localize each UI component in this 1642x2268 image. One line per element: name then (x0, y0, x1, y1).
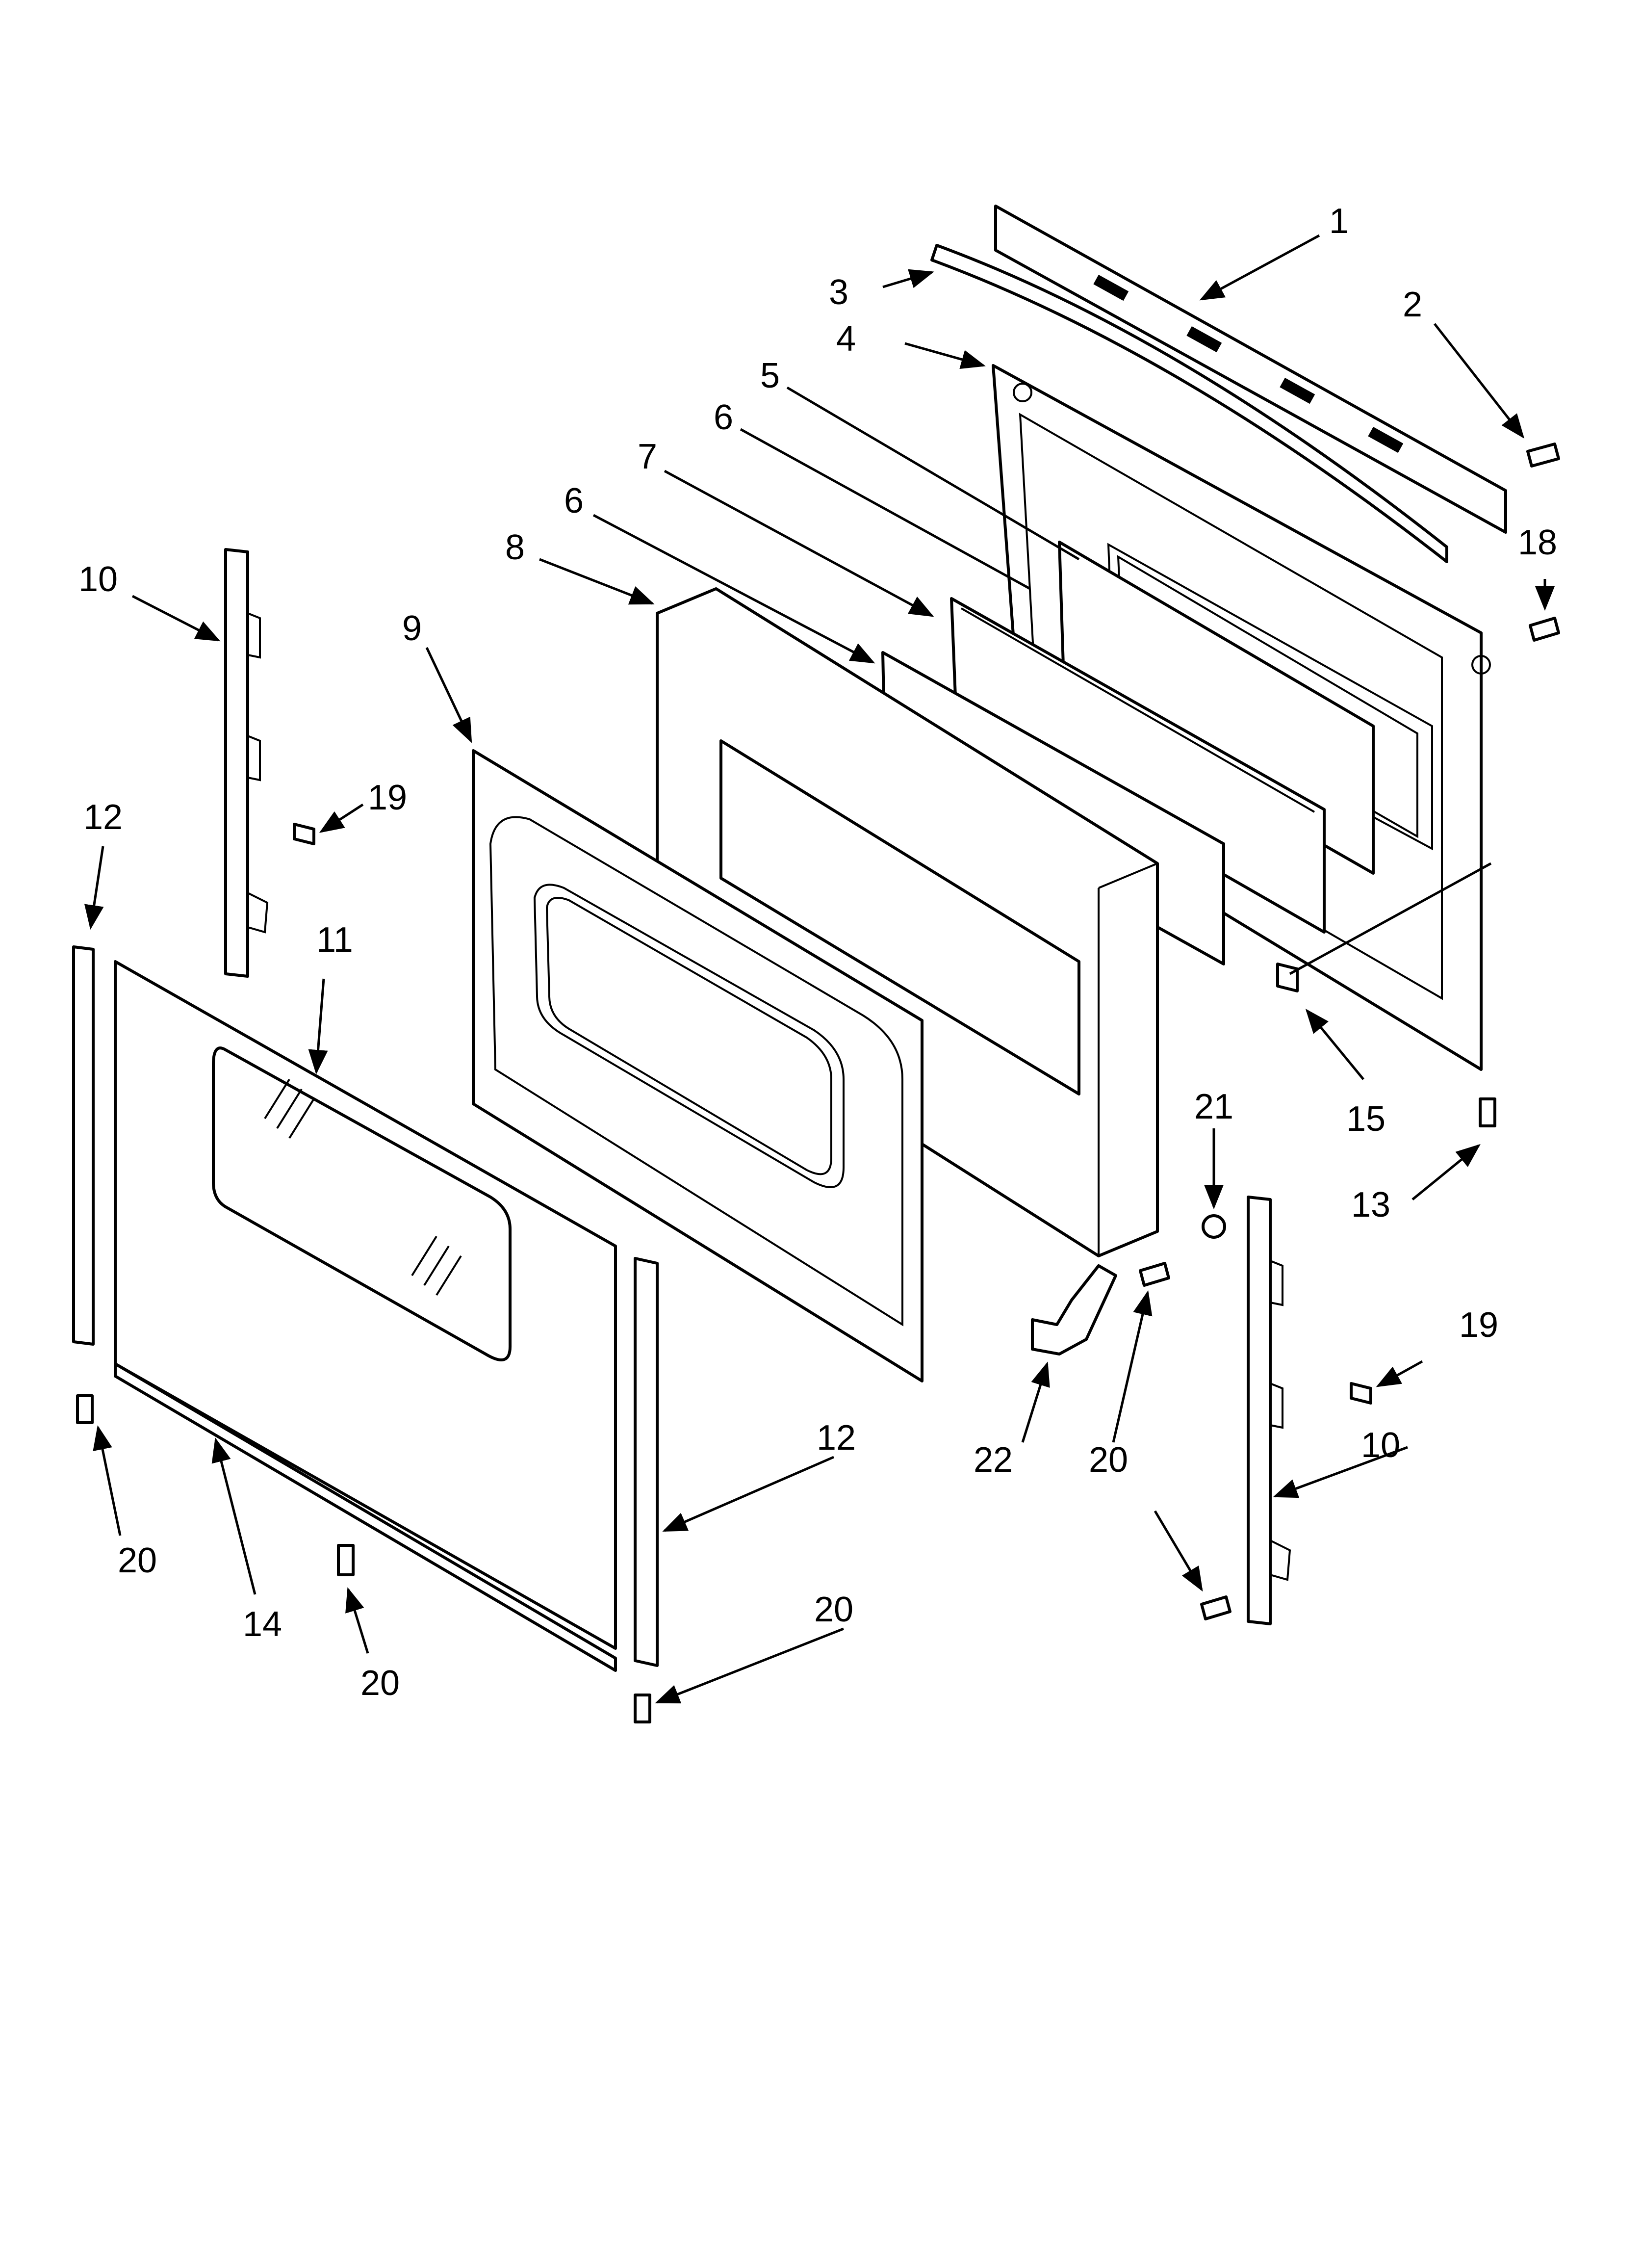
callout-1: 1 (1329, 202, 1349, 241)
callout-10b: 10 (1361, 1426, 1400, 1465)
screw-18 (1529, 617, 1560, 642)
callout-10a: 10 (78, 560, 118, 599)
callout-20d: 20 (360, 1664, 400, 1703)
hinge-clip-right (1350, 1382, 1372, 1405)
callout-19b: 19 (1459, 1305, 1498, 1345)
glass-glare-marks (264, 1078, 462, 1296)
callout-12a: 12 (83, 798, 123, 837)
callout-7: 7 (638, 437, 657, 476)
callout-20b: 20 (814, 1590, 853, 1629)
hinge-left (224, 548, 269, 978)
door-bracket (1031, 1264, 1117, 1356)
callout-5: 5 (760, 356, 780, 395)
callout-6b: 6 (564, 481, 584, 521)
screw-20-bracket (1139, 1262, 1170, 1287)
outer-door-panel (114, 960, 617, 1650)
callout-4: 4 (836, 319, 856, 359)
hinge-right (1247, 1196, 1291, 1625)
callout-12b: 12 (817, 1418, 856, 1458)
screw-20-hinge (1200, 1595, 1232, 1620)
callout-14: 14 (243, 1605, 282, 1644)
callout-11: 11 (316, 920, 353, 960)
screw-21 (1202, 1214, 1226, 1239)
callout-8: 8 (505, 528, 525, 567)
leader-lines (84, 234, 1555, 1704)
callout-labels: 1 2 3 4 5 6 7 6 8 9 10 19 12 11 18 15 21… (78, 202, 1557, 1703)
screw-13 (1479, 1097, 1496, 1127)
inner-door-panel (472, 749, 924, 1382)
callout-22: 22 (974, 1440, 1013, 1480)
hinge-clip-left (293, 823, 315, 845)
callout-20a: 20 (1089, 1440, 1128, 1480)
door-insulation (656, 587, 1159, 1257)
vent-trim (994, 205, 1507, 534)
screw-2 (1526, 443, 1560, 468)
callout-13: 13 (1351, 1185, 1390, 1225)
side-trim-left (72, 945, 95, 1346)
callout-15: 15 (1346, 1099, 1385, 1139)
side-trim-right (634, 1257, 659, 1667)
callout-21: 21 (1194, 1087, 1233, 1126)
bottom-door-trim (114, 1362, 617, 1672)
door-handle (930, 244, 1448, 563)
window-gasket (1058, 541, 1375, 875)
screw-20-left (76, 1394, 94, 1424)
callout-9: 9 (402, 609, 422, 648)
callout-2: 2 (1403, 285, 1422, 324)
callout-20c: 20 (118, 1541, 157, 1580)
screw-20-bottom (337, 1544, 355, 1576)
callout-18: 18 (1518, 523, 1557, 562)
door-clip (1276, 963, 1299, 992)
callout-6a: 6 (714, 398, 733, 437)
vent-slots (1093, 275, 1404, 453)
callout-3: 3 (829, 273, 848, 312)
callout-19a: 19 (368, 778, 407, 817)
screw-20-right (634, 1694, 651, 1723)
